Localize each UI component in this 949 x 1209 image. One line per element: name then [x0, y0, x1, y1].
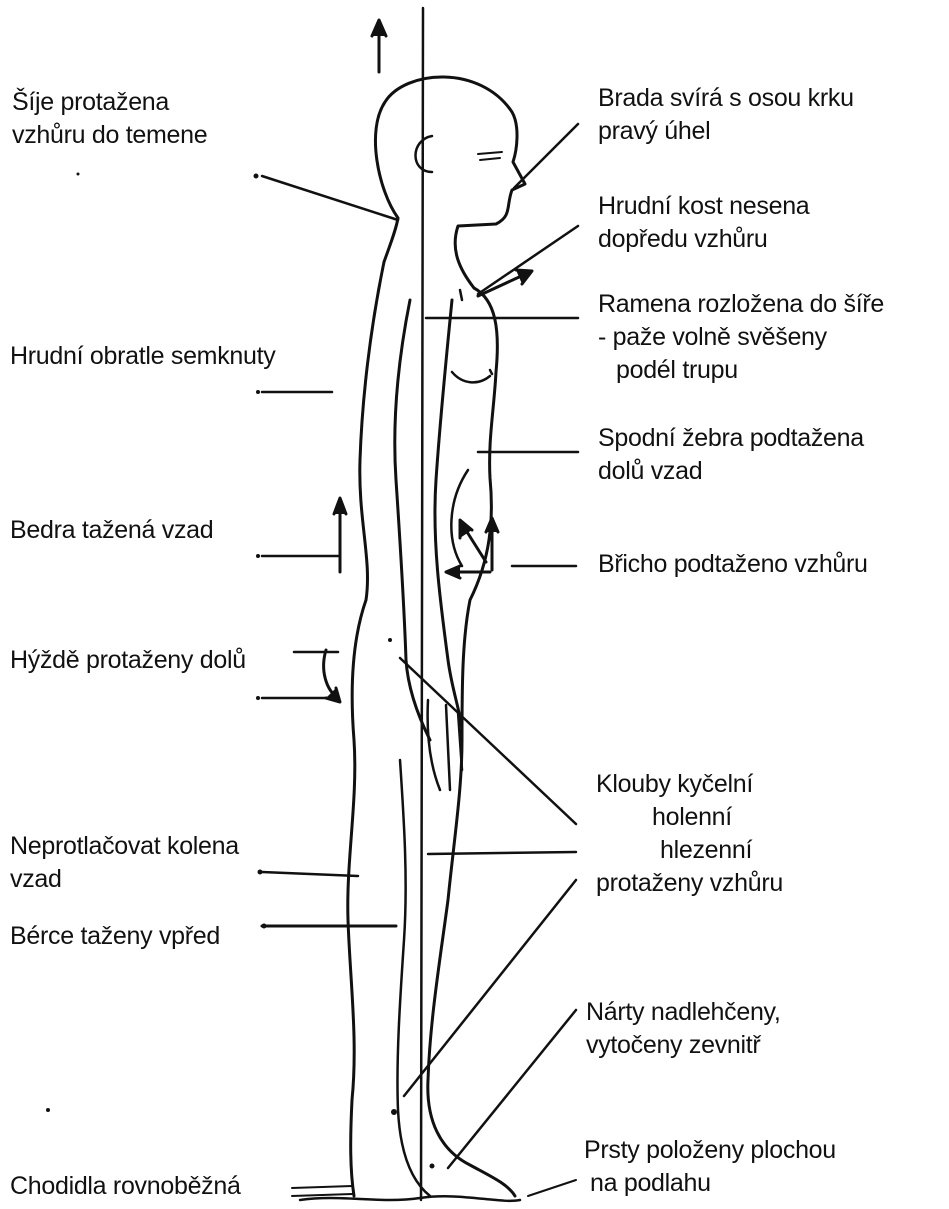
- label-ramena-line1: Ramena rozložena do šíře: [598, 288, 884, 321]
- plumb-axis-line: [421, 8, 423, 1200]
- arm-front-outline: [435, 300, 462, 730]
- top-up-arrow-icon: [372, 20, 386, 72]
- leader-sije: [262, 176, 398, 220]
- label-brada-line2: pravý úhel: [598, 115, 854, 148]
- lumbar-up-arrow-icon: [334, 498, 346, 572]
- leader-brada: [514, 124, 578, 188]
- label-prsty: Prsty položeny plochou na podlahu: [584, 1134, 836, 1200]
- label-hrudni-obratle-line1: Hrudní obratle semknuty: [10, 340, 275, 373]
- label-narty-line1: Nárty nadlehčeny,: [586, 996, 781, 1029]
- label-sije: Šíje protažena vzhůru do temene: [12, 86, 207, 152]
- label-chodidla-line1: Chodidla rovnoběžná: [10, 1170, 241, 1203]
- label-kolena-line1: Neprotlačovat kolena: [10, 830, 239, 863]
- leader-klouby-2: [428, 852, 576, 854]
- head-outline: [375, 77, 525, 288]
- label-chodidla: Chodidla rovnoběžná: [10, 1170, 241, 1203]
- label-hyzde-line1: Hýždě protaženy dolů: [10, 644, 246, 677]
- leader-klouby-3: [404, 880, 576, 1096]
- label-spodni-zebra-line1: Spodní žebra podtažena: [598, 422, 864, 455]
- label-narty: Nárty nadlehčeny, vytočeny zevnitř: [586, 996, 781, 1062]
- label-bricho: Břicho podtaženo vzhůru: [598, 548, 868, 581]
- label-ramena-line2: - paže volně svěšeny: [598, 321, 884, 354]
- label-klouby-line4: protaženy vzhůru: [596, 867, 783, 900]
- label-hrudni-kost: Hrudní kost nesena dopředu vzhůru: [598, 190, 809, 256]
- leader-chodidla-2: [292, 1194, 352, 1196]
- belly-marks: [451, 470, 468, 566]
- label-bedra-line1: Bedra tažená vzad: [10, 514, 213, 547]
- label-bedra: Bedra tažená vzad: [10, 514, 213, 547]
- label-hrudni-kost-line2: dopředu vzhůru: [598, 223, 809, 256]
- leader-klouby-1: [400, 658, 576, 824]
- label-prsty-line1: Prsty položeny plochou: [584, 1134, 836, 1167]
- arm-back-outline: [395, 300, 430, 740]
- leader-narty-visible: [448, 1010, 576, 1168]
- leader-prsty: [528, 1180, 576, 1196]
- label-sije-line2: vzhůru do temene: [12, 119, 207, 152]
- label-klouby: Klouby kyčelní holenní hlezenní protažen…: [596, 768, 783, 900]
- hand-outline: [428, 700, 462, 790]
- buttock-down-arrow-icon: [324, 650, 340, 702]
- body-back-outline: [348, 262, 384, 1196]
- label-klouby-line3: hlezenní: [596, 834, 783, 867]
- eye-mark: [478, 152, 502, 160]
- leader-chodidla-1: [292, 1186, 352, 1188]
- label-klouby-line1: Klouby kyčelní: [596, 768, 783, 801]
- label-hyzde: Hýždě protaženy dolů: [10, 644, 246, 677]
- chest-marks: [452, 290, 492, 382]
- leader-kolena: [262, 872, 358, 876]
- label-berce: Bérce taženy vpřed: [10, 920, 220, 953]
- label-brada: Brada svírá s osou krku pravý úhel: [598, 82, 854, 148]
- label-klouby-line2: holenní: [596, 801, 783, 834]
- sternum-arrow-icon: [478, 270, 532, 296]
- label-bricho-line1: Břicho podtaženo vzhůru: [598, 548, 868, 581]
- label-spodni-zebra: Spodní žebra podtažena dolů vzad: [598, 422, 864, 488]
- label-narty-line2: vytočeny zevnitř: [586, 1029, 781, 1062]
- ground-line: [300, 1196, 520, 1201]
- label-sije-line1: Šíje protažena: [12, 86, 207, 119]
- label-hrudni-kost-line1: Hrudní kost nesena: [598, 190, 809, 223]
- label-berce-line1: Bérce taženy vpřed: [10, 920, 220, 953]
- label-ramena-line3: podél trupu: [598, 354, 884, 387]
- label-ramena: Ramena rozložena do šíře - paže volně sv…: [598, 288, 884, 387]
- inner-leg-outline: [397, 760, 430, 1196]
- label-prsty-line2: na podlahu: [584, 1167, 836, 1200]
- leader-hrudni-kost: [478, 226, 578, 294]
- label-kolena-line2: vzad: [10, 863, 239, 896]
- label-brada-line1: Brada svírá s osou krku: [598, 82, 854, 115]
- label-kolena: Neprotlačovat kolena vzad: [10, 830, 239, 896]
- label-spodni-zebra-line2: dolů vzad: [598, 455, 864, 488]
- label-hrudni-obratle: Hrudní obratle semknuty: [10, 340, 275, 373]
